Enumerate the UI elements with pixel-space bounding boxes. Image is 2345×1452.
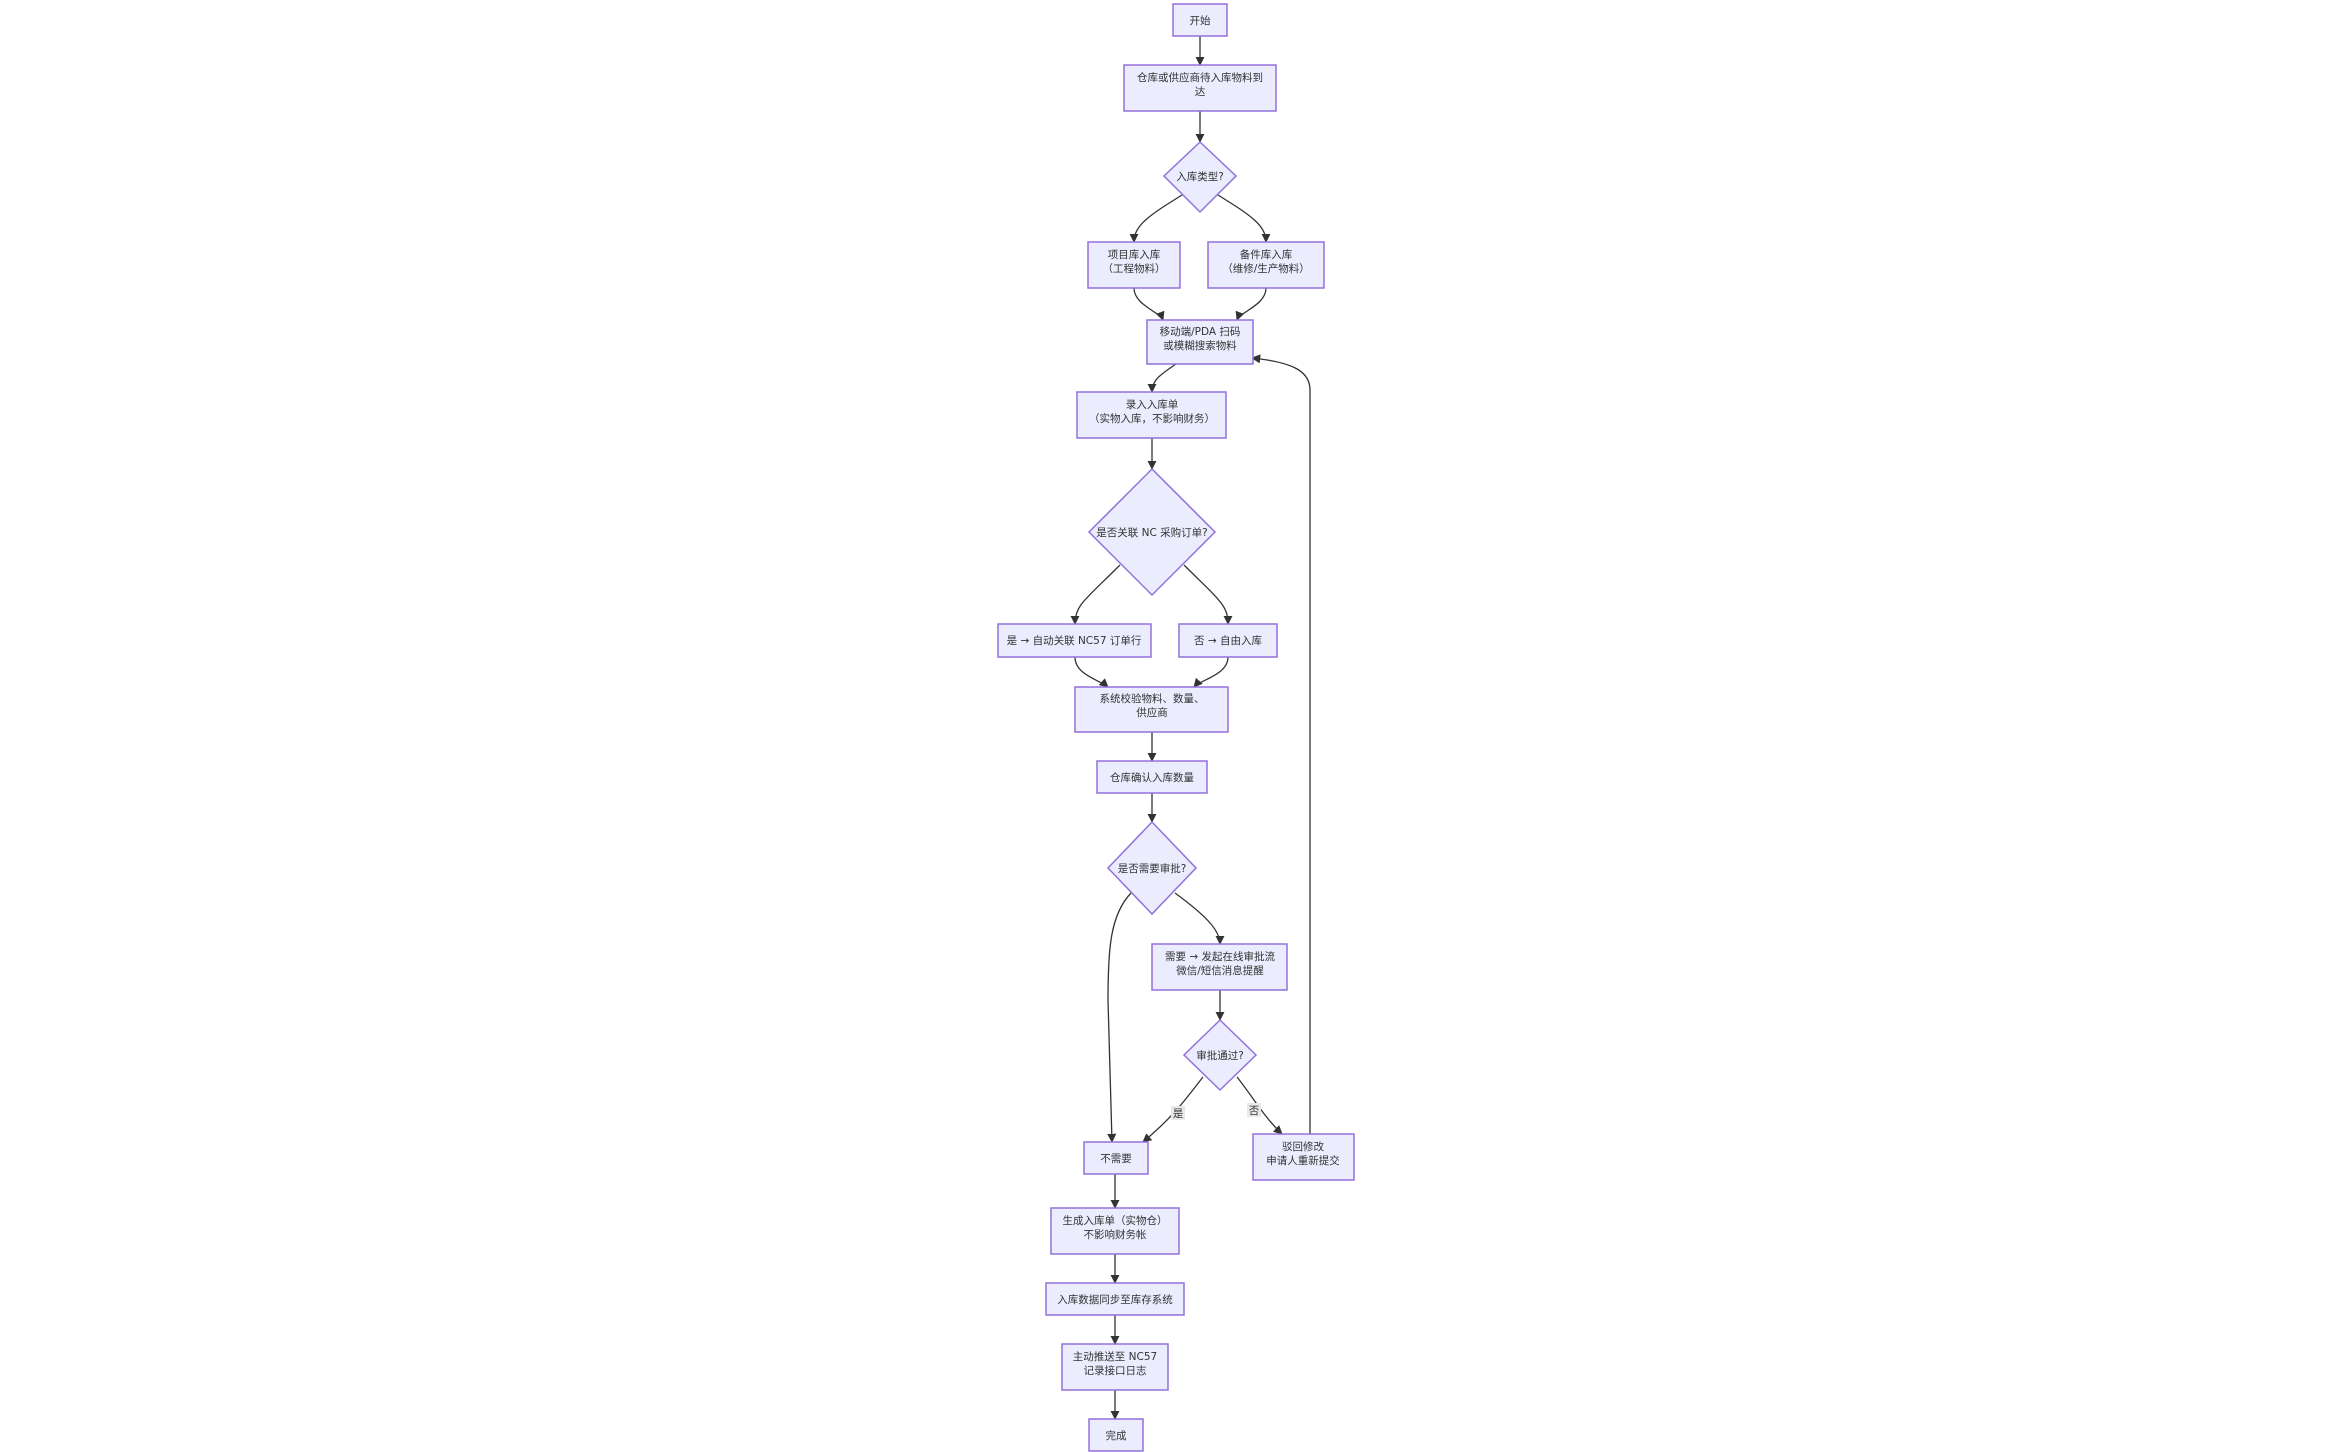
node-label-line: 是否需要审批? [1118,862,1187,875]
node-nonc: 否 → 自由入库 [1178,623,1278,658]
node-label-line: 入库类型? [1176,170,1224,183]
edge-spare-scan [1235,287,1267,321]
node-label-line: 生成入库单（实物仓） [1063,1214,1168,1227]
node-nc: 是否关联 NC 采购订单? [1087,467,1217,597]
node-label-line: 系统校验物料、数量、 [1100,692,1205,705]
edge-label-no-text: 否 [1249,1105,1260,1117]
edge-nonc-verify [1193,656,1229,688]
node-label-line: （工程物料） [1103,262,1166,275]
edge-label-no: 否 [1247,1103,1261,1117]
node-needapp: 是否需要审批? [1106,820,1198,916]
node-label-line: 不影响财务帐 [1084,1228,1147,1241]
node-label-line: 项目库入库 [1108,248,1161,261]
edge-type-proj [1129,194,1183,243]
node-label-line: 入库数据同步至库存系统 [1057,1293,1173,1306]
node-nc-text: 是否关联 NC 采购订单? [1096,526,1207,539]
node-nonc-text: 否 → 自由入库 [1194,634,1262,647]
node-reject: 驳回修改申请人重新提交 [1252,1133,1355,1181]
node-verify: 系统校验物料、数量、供应商 [1074,686,1229,733]
edge-label-yes: 是 [1171,1106,1185,1120]
node-done-text: 完成 [1106,1429,1128,1442]
edge-type-spare [1217,194,1271,243]
node-scan: 移动端/PDA 扫码或模糊搜索物料 [1146,319,1254,365]
node-noneed-text: 不需要 [1100,1153,1132,1165]
node-label-line: 申请人重新提交 [1266,1154,1340,1167]
node-label-line: 不需要 [1100,1153,1132,1165]
node-noneed: 不需要 [1083,1141,1149,1175]
node-label-line: 备件库入库 [1240,248,1293,261]
node-need-text: 需要 → 发起在线审批流微信/短信消息提醒 [1165,950,1275,977]
node-label-line: 审批通过? [1196,1049,1244,1062]
node-label-line: 需要 → 发起在线审批流 [1165,950,1275,963]
node-label-line: 达 [1195,86,1206,98]
node-label-line: 录入入库单 [1126,398,1179,411]
node-sync: 入库数据同步至库存系统 [1045,1282,1185,1316]
edge-needapp-noneed [1107,892,1132,1143]
node-label-line: 微信/短信消息提醒 [1176,964,1264,977]
node-label-line: 完成 [1106,1429,1128,1442]
node-proj-text: 项目库入库（工程物料） [1103,248,1166,275]
node-label-line: 是 → 自动关联 NC57 订单行 [1007,634,1142,647]
node-label-line: 是否关联 NC 采购订单? [1096,526,1207,539]
node-entry-text: 录入入库单（实物入库，不影响财务） [1089,398,1215,425]
edge-needapp-need [1174,892,1225,945]
edge-yesnc-verify [1074,656,1109,688]
node-spare: 备件库入库（维修/生产物料） [1207,241,1325,289]
node-entry: 录入入库单（实物入库，不影响财务） [1076,391,1227,439]
edge-nc-nonc [1183,564,1233,625]
node-start-text: 开始 [1190,14,1212,27]
node-label-line: 驳回修改 [1282,1140,1324,1153]
node-label-line: 或模糊搜索物料 [1163,339,1237,352]
node-type-text: 入库类型? [1176,170,1224,183]
node-sync-text: 入库数据同步至库存系统 [1057,1293,1173,1306]
node-needapp-text: 是否需要审批? [1118,862,1187,875]
node-label-line: （维修/生产物料） [1222,262,1310,275]
node-confirm: 仓库确认入库数量 [1096,760,1208,794]
nodes: 开始 仓库或供应商待入库物料到达 入库类型? 项目库入库（工程物料） 备件库入库… [997,3,1355,1452]
node-label-line: （实物入库，不影响财务） [1089,412,1215,425]
node-scan-text: 移动端/PDA 扫码或模糊搜索物料 [1160,325,1241,352]
node-yesnc: 是 → 自动关联 NC57 订单行 [997,623,1152,658]
edge-proj-scan [1133,287,1165,321]
node-passed-text: 审批通过? [1196,1049,1244,1062]
node-verify-text: 系统校验物料、数量、供应商 [1100,692,1205,719]
edge-label-yes-text: 是 [1173,1108,1184,1120]
node-start: 开始 [1172,3,1228,37]
node-label-line: 否 → 自由入库 [1194,634,1262,647]
node-passed: 审批通过? [1182,1018,1258,1092]
node-reject-text: 驳回修改申请人重新提交 [1266,1140,1340,1167]
node-label-line: 移动端/PDA 扫码 [1160,325,1241,338]
node-confirm-text: 仓库确认入库数量 [1110,771,1194,784]
node-label-line: 仓库或供应商待入库物料到 [1137,71,1263,84]
node-arrive: 仓库或供应商待入库物料到达 [1123,64,1277,112]
node-label-line: 供应商 [1136,706,1168,719]
node-label-line: 记录接口日志 [1084,1364,1147,1377]
node-need: 需要 → 发起在线审批流微信/短信消息提醒 [1151,943,1288,991]
edge-labels: 是 否 [1171,1103,1261,1120]
node-gen-text: 生成入库单（实物仓）不影响财务帐 [1063,1214,1168,1241]
edge-nc-yesnc [1070,564,1121,625]
edge-reject-scan [1251,354,1311,1134]
node-arrive-text: 仓库或供应商待入库物料到达 [1137,71,1263,98]
node-label-line: 仓库确认入库数量 [1110,771,1194,784]
node-done: 完成 [1088,1418,1144,1452]
node-label-line: 开始 [1190,14,1212,27]
node-spare-text: 备件库入库（维修/生产物料） [1222,248,1310,275]
node-type: 入库类型? [1162,140,1238,214]
node-proj: 项目库入库（工程物料） [1087,241,1181,289]
node-gen: 生成入库单（实物仓）不影响财务帐 [1050,1207,1180,1255]
edge-scan-entry [1147,363,1177,393]
node-yesnc-text: 是 → 自动关联 NC57 订单行 [1007,634,1142,647]
node-label-line: 主动推送至 NC57 [1073,1350,1157,1363]
